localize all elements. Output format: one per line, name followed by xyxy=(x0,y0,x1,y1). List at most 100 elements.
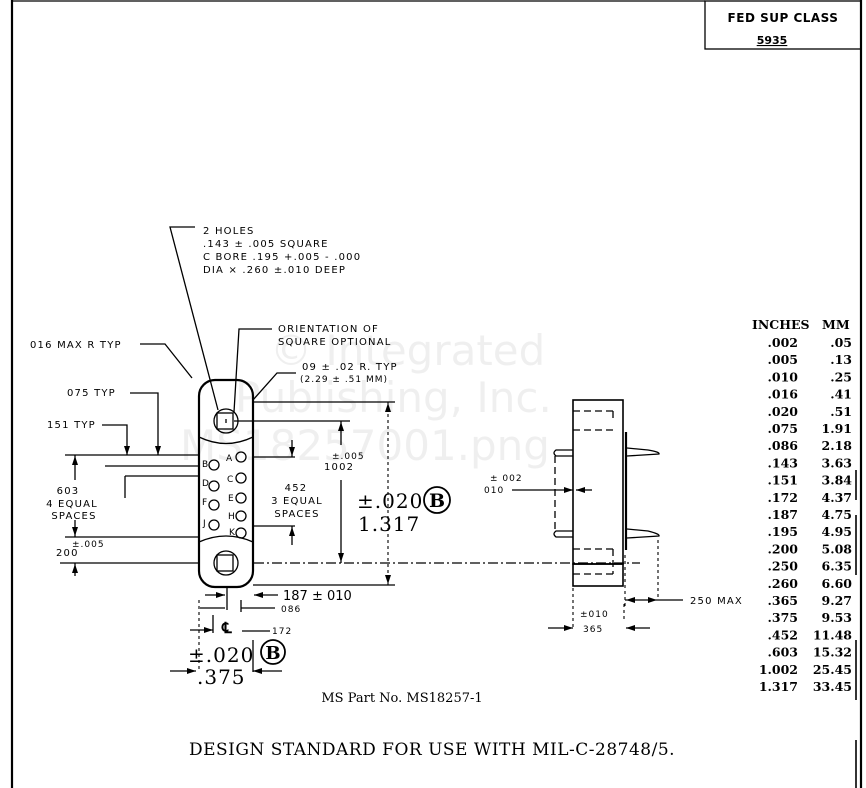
contact-e: E xyxy=(228,492,247,504)
svg-text:4 EQUAL: 4 EQUAL xyxy=(46,499,98,510)
table-cell-inches: .452 xyxy=(768,627,798,642)
title-block-label: FED SUP CLASS xyxy=(728,11,839,25)
dim-603: 603 4 EQUAL SPACES xyxy=(46,454,200,538)
table-cell-mm: 4.75 xyxy=(822,507,852,522)
table-cell-inches: .195 xyxy=(768,524,798,539)
svg-text:3 EQUAL: 3 EQUAL xyxy=(271,496,323,507)
dim-250-max-value: 250 MAX xyxy=(690,596,743,607)
svg-text:C: C xyxy=(227,475,234,485)
dim-1002-value: 1002 xyxy=(324,462,354,473)
dim-200-value: 200 xyxy=(56,548,79,559)
dim-1002-tol: ±.005 xyxy=(332,452,365,462)
svg-text:B: B xyxy=(202,460,209,470)
dim-452: 452 3 EQUAL SPACES xyxy=(254,440,323,545)
svg-text:F: F xyxy=(202,498,208,508)
contact-k: K xyxy=(229,527,247,539)
svg-text:D: D xyxy=(202,479,210,489)
max-radius-label: 016 MAX R TYP xyxy=(30,340,122,351)
svg-text:SPACES: SPACES xyxy=(51,511,96,522)
radius-callout: 09 ± .02 R. TYP (2.29 ± .51 MM) xyxy=(252,362,397,401)
table-cell-mm: 25.45 xyxy=(813,662,852,677)
typ-151-callout: 151 TYP xyxy=(47,420,130,455)
dim-side-365-value: 365 xyxy=(583,625,603,635)
connector-front-view xyxy=(197,378,640,589)
table-cell-mm: 9.53 xyxy=(822,610,852,625)
table-cell-mm: 11.48 xyxy=(813,627,852,642)
table-cell-mm: 3.63 xyxy=(822,455,852,470)
svg-text:K: K xyxy=(229,528,236,538)
table-cell-inches: .172 xyxy=(768,490,798,505)
table-row: .005.13 xyxy=(768,352,852,367)
watermark-line-2: Publishing, Inc. xyxy=(235,373,552,422)
dim-375-tol: ±.020 xyxy=(188,643,254,667)
table-cell-mm: 1.91 xyxy=(822,421,852,436)
dim-172: ℄ 172 xyxy=(190,615,292,637)
table-row: .375 9.53 xyxy=(768,610,852,625)
table-cell-inches: .187 xyxy=(768,507,798,522)
datum-b-symbol-2: B xyxy=(265,643,280,664)
table-cell-mm: .05 xyxy=(830,335,852,350)
dim-187-value: 187 ± 010 xyxy=(283,589,352,604)
table-cell-mm: 15.32 xyxy=(813,645,852,660)
dim-375-value: .375 xyxy=(197,665,246,689)
typ-151-label: 151 TYP xyxy=(47,420,96,431)
contact-a: A xyxy=(226,451,247,464)
table-cell-inches: .603 xyxy=(768,645,798,660)
table-cell-mm: .25 xyxy=(830,369,852,384)
table-cell-inches: .375 xyxy=(768,610,798,625)
dim-250-max: 250 MAX xyxy=(624,540,743,607)
table-header-inches: INCHES xyxy=(752,317,810,332)
dim-187: 187 ± 010 xyxy=(205,589,352,604)
max-radius-callout: 016 MAX R TYP xyxy=(30,340,193,379)
dim-200-tol: ±.005 xyxy=(72,540,105,550)
table-row: .187 4.75 xyxy=(768,507,852,522)
holes-callout: 2 HOLES .143 ± .005 SQUARE C BORE .195 +… xyxy=(169,226,361,411)
table-cell-inches: .020 xyxy=(768,404,799,419)
contact-d: D xyxy=(202,479,220,492)
dim-side-010-value: 010 xyxy=(484,486,504,496)
table-row: .143 3.63 xyxy=(768,455,852,470)
centerline-symbol: ℄ xyxy=(221,619,232,637)
table-cell-inches: .016 xyxy=(768,387,799,402)
table-cell-inches: .200 xyxy=(768,541,799,556)
contact-pins: A B C D E F H J xyxy=(202,451,247,539)
holes-line-3: C BORE .195 +.005 - .000 xyxy=(203,252,361,263)
orientation-callout: ORIENTATION OF SQUARE OPTIONAL xyxy=(233,324,390,413)
table-cell-mm: .51 xyxy=(830,404,852,419)
table-cell-inches: .143 xyxy=(768,455,798,470)
table-cell-mm: 6.60 xyxy=(822,576,853,591)
table-cell-mm: .13 xyxy=(830,352,852,367)
svg-text:J: J xyxy=(202,519,207,529)
table-row: .452 11.48 xyxy=(768,627,853,642)
typ-075-label: 075 TYP xyxy=(67,388,116,399)
contact-j: J xyxy=(202,519,220,531)
dim-1002: ±.005 1002 xyxy=(234,420,365,563)
dim-086: 086 xyxy=(200,588,300,615)
dim-200: ±.005 200 xyxy=(56,540,200,576)
title-block: FED SUP CLASS 5935 xyxy=(704,0,862,50)
table-cell-mm: .41 xyxy=(830,387,852,402)
table-row: .002.05 xyxy=(768,335,852,350)
table-row: .016 .41 xyxy=(768,387,852,402)
conversion-table: INCHES MM .002.05.005.13.010.25.016.41.0… xyxy=(752,317,852,694)
svg-text:E: E xyxy=(228,494,235,504)
dim-1317: ±.020 1.317 B xyxy=(253,401,451,586)
table-row: .200 5.08 xyxy=(768,541,853,556)
contact-f: F xyxy=(202,498,220,511)
dim-452-value: 452 xyxy=(285,483,308,494)
svg-text:H: H xyxy=(228,512,236,522)
contact-h: H xyxy=(228,510,247,522)
table-cell-mm: 33.45 xyxy=(813,679,852,694)
table-cell-mm: 5.08 xyxy=(822,541,853,556)
contact-b: B xyxy=(202,459,220,471)
dim-172-value: 172 xyxy=(272,627,292,637)
typ-075-callout: 075 TYP xyxy=(67,388,161,455)
